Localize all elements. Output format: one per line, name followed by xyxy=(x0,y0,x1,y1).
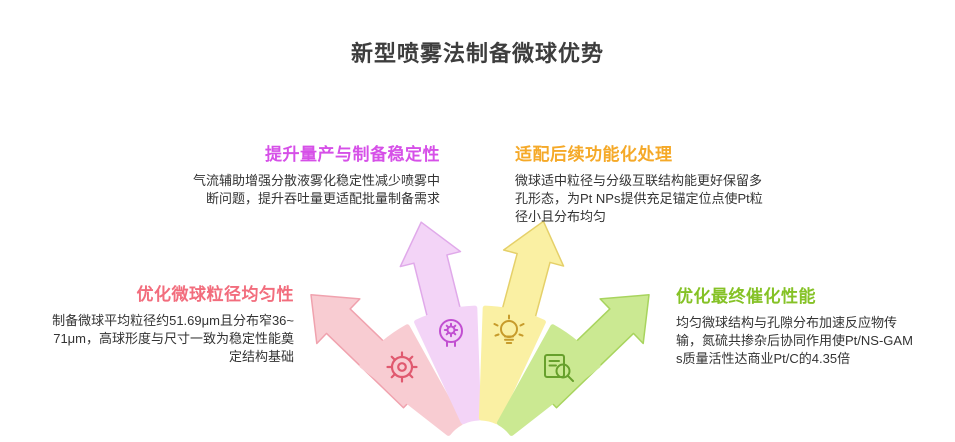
section-functionalization-body: 微球适中粒径与分级互联结构能更好保留多孔形态，为Pt NPs提供充足锚定位点使P… xyxy=(515,173,763,224)
fan-segment-catalytic xyxy=(496,324,601,436)
section-functionalization: 适配后续功能化处理 微球适中粒径与分级互联结构能更好保留多孔形态，为Pt NPs… xyxy=(515,140,765,226)
head-gear-icon xyxy=(439,319,463,347)
section-stability-heading: 提升量产与制备稳定性 xyxy=(265,145,440,164)
section-catalytic-heading: 优化最终催化性能 xyxy=(676,287,816,306)
section-stability: 提升量产与制备稳定性 气流辅助增强分散液雾化稳定性减少喷雾中断问题，提升吞吐量更… xyxy=(192,140,440,208)
gear-icon xyxy=(386,351,418,383)
fan-segment-functionalization xyxy=(478,305,546,425)
section-functionalization-heading: 适配后续功能化处理 xyxy=(515,145,673,164)
section-catalytic: 优化最终催化性能 均匀微球结构与孔隙分布加速反应物传输，氮硫共掺杂后协同作用使P… xyxy=(676,282,916,368)
section-catalytic-body: 均匀微球结构与孔隙分布加速反应物传输，氮硫共掺杂后协同作用使Pt/NS-GAMs… xyxy=(676,315,913,366)
magnifier-document-icon xyxy=(544,354,574,382)
fan-segment-stability xyxy=(414,305,482,425)
lightbulb-icon xyxy=(493,314,525,344)
page-title: 新型喷雾法制备微球优势 xyxy=(350,41,604,66)
section-uniformity-body: 制备微球平均粒径约51.69μm且分布窄36~71μm，高球形度与尺寸一致为稳定… xyxy=(52,313,294,364)
section-stability-body: 气流辅助增强分散液雾化稳定性减少喷雾中断问题，提升吞吐量更适配批量制备需求 xyxy=(192,173,440,206)
fan-segment-uniformity xyxy=(359,324,464,436)
section-uniformity-heading: 优化微球粒径均匀性 xyxy=(136,285,294,304)
section-uniformity: 优化微球粒径均匀性 制备微球平均粒径约51.69μm且分布窄36~71μm，高球… xyxy=(46,280,294,366)
